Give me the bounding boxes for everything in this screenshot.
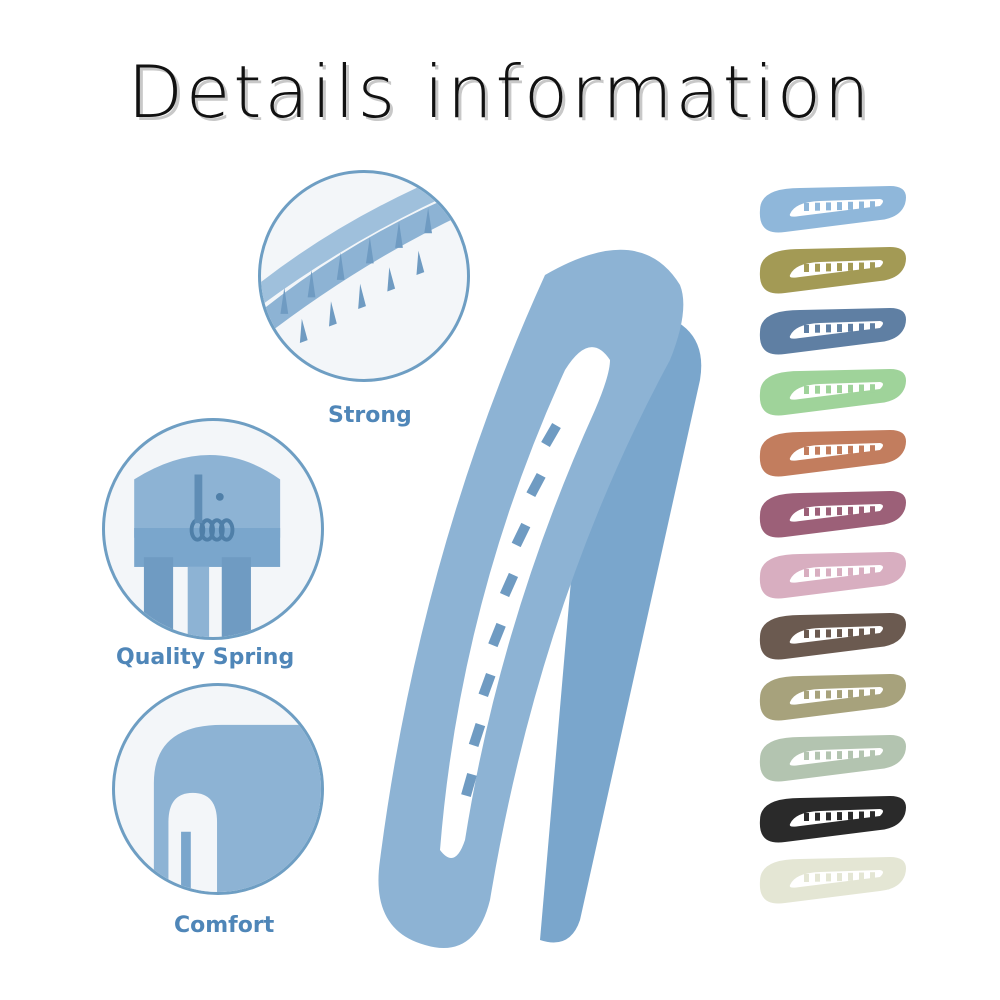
page-title: Details information	[127, 50, 873, 134]
color-variant-terracotta	[740, 424, 920, 484]
smooth-edge-icon	[153, 724, 321, 892]
hair-clip-icon	[759, 430, 906, 477]
hair-clip-icon	[759, 552, 906, 599]
color-variant-sky-blue	[740, 180, 920, 240]
color-variant-mint-green	[740, 363, 920, 423]
hair-clip-icon	[759, 857, 906, 904]
color-variant-khaki	[740, 668, 920, 728]
color-variant-list	[740, 180, 920, 930]
hair-clip-icon	[759, 308, 906, 355]
quality-spring-detail-image	[102, 418, 324, 640]
main-hair-clip-image	[340, 200, 740, 960]
color-variant-dark-brown	[740, 607, 920, 667]
feature-label-comfort: Comfort	[174, 913, 275, 938]
comfort-detail-image	[112, 683, 324, 895]
hair-clip-icon	[759, 247, 906, 294]
hair-clip-icon	[759, 796, 906, 843]
color-variant-black	[740, 790, 920, 850]
color-variant-slate-blue	[740, 302, 920, 362]
color-variant-sage	[740, 729, 920, 789]
hair-clip-icon	[759, 613, 906, 660]
strong-detail-image	[258, 170, 470, 382]
feature-label-quality-spring: Quality Spring	[116, 645, 295, 670]
hair-clip-icon	[759, 186, 906, 233]
hair-clip-icon	[759, 735, 906, 782]
comb-teeth-icon	[261, 173, 467, 344]
hair-clip-icon	[378, 249, 702, 949]
color-variant-mauve	[740, 485, 920, 545]
color-variant-blush-pink	[740, 546, 920, 606]
spring-hinge-icon	[134, 455, 281, 637]
color-variant-olive	[740, 241, 920, 301]
hair-clip-icon	[759, 491, 906, 538]
feature-label-strong: Strong	[328, 403, 412, 428]
hair-clip-icon	[759, 369, 906, 416]
color-variant-cream	[740, 851, 920, 911]
hair-clip-icon	[759, 674, 906, 721]
